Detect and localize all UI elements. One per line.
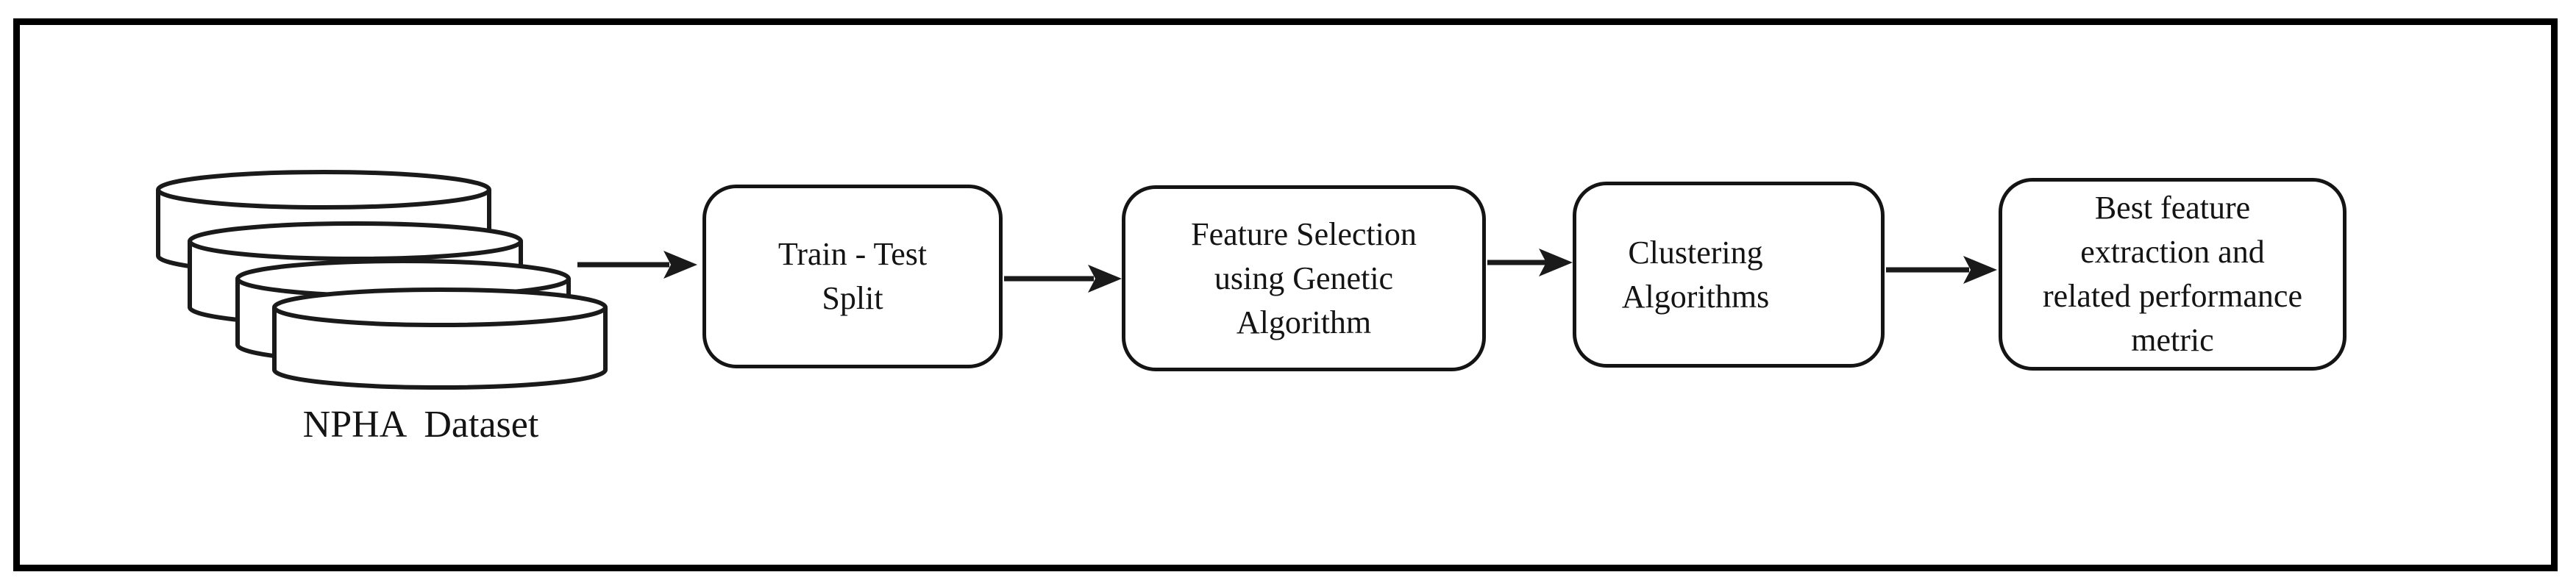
node-label: Feature Selection using Genetic Algorith…	[1191, 215, 1417, 340]
flow-arrow-feature-selection-to-clustering	[1487, 249, 1573, 276]
node-label: Clustering Algorithms	[1621, 234, 1770, 315]
node-clustering-algorithms: Clustering Algorithms	[1573, 182, 1885, 368]
node-label: Train - Test Split	[778, 236, 928, 316]
node-train-test-split: Train - Test Split	[702, 185, 1003, 368]
database-disk	[272, 287, 608, 390]
node-best-feature-result: Best feature extraction and related perf…	[1999, 178, 2346, 371]
dataset-label: NPHA Dataset	[302, 404, 539, 446]
outer-border	[13, 18, 2558, 571]
node-feature-selection-genetic-algorithm: Feature Selection using Genetic Algorith…	[1122, 185, 1486, 371]
database-stack-icon	[156, 170, 608, 390]
node-label: Best feature extraction and related perf…	[2043, 190, 2302, 358]
flow-arrow-split-to-feature-selection	[1004, 265, 1122, 293]
flow-arrow-dataset-to-split	[577, 251, 697, 279]
flow-arrow-clustering-to-result	[1886, 256, 1997, 284]
